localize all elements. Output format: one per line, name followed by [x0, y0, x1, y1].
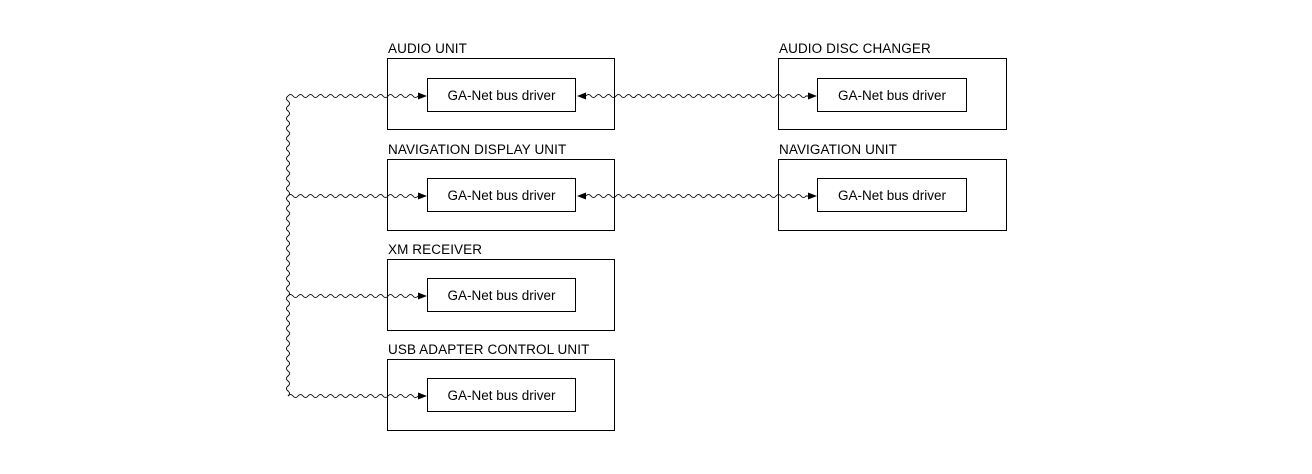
audio-disc-changer-bus-driver: GA-Net bus driver	[817, 78, 967, 112]
navigation-display-unit-bus-driver: GA-Net bus driver	[427, 178, 576, 212]
navigation-unit-label: NAVIGATION UNIT	[779, 142, 898, 157]
navigation-unit-bus-driver: GA-Net bus driver	[817, 178, 967, 212]
usb-adapter-control-unit-bus-driver: GA-Net bus driver	[427, 378, 576, 412]
bus-trunk-wire	[285, 95, 291, 397]
xm-receiver-label: XM RECEIVER	[388, 242, 483, 257]
audio-unit-bus-driver: GA-Net bus driver	[427, 78, 576, 112]
usb-adapter-control-unit-label: USB ADAPTER CONTROL UNIT	[388, 342, 590, 357]
navigation-display-unit-label: NAVIGATION DISPLAY UNIT	[388, 142, 567, 157]
audio-disc-changer-label: AUDIO DISC CHANGER	[779, 41, 931, 56]
xm-receiver-bus-driver: GA-Net bus driver	[427, 278, 576, 312]
audio-unit-to-audio-disc-changer-wire	[585, 93, 808, 99]
audio-unit-label: AUDIO UNIT	[388, 41, 468, 56]
navigation-display-unit-to-navigation-unit-wire	[585, 193, 808, 199]
